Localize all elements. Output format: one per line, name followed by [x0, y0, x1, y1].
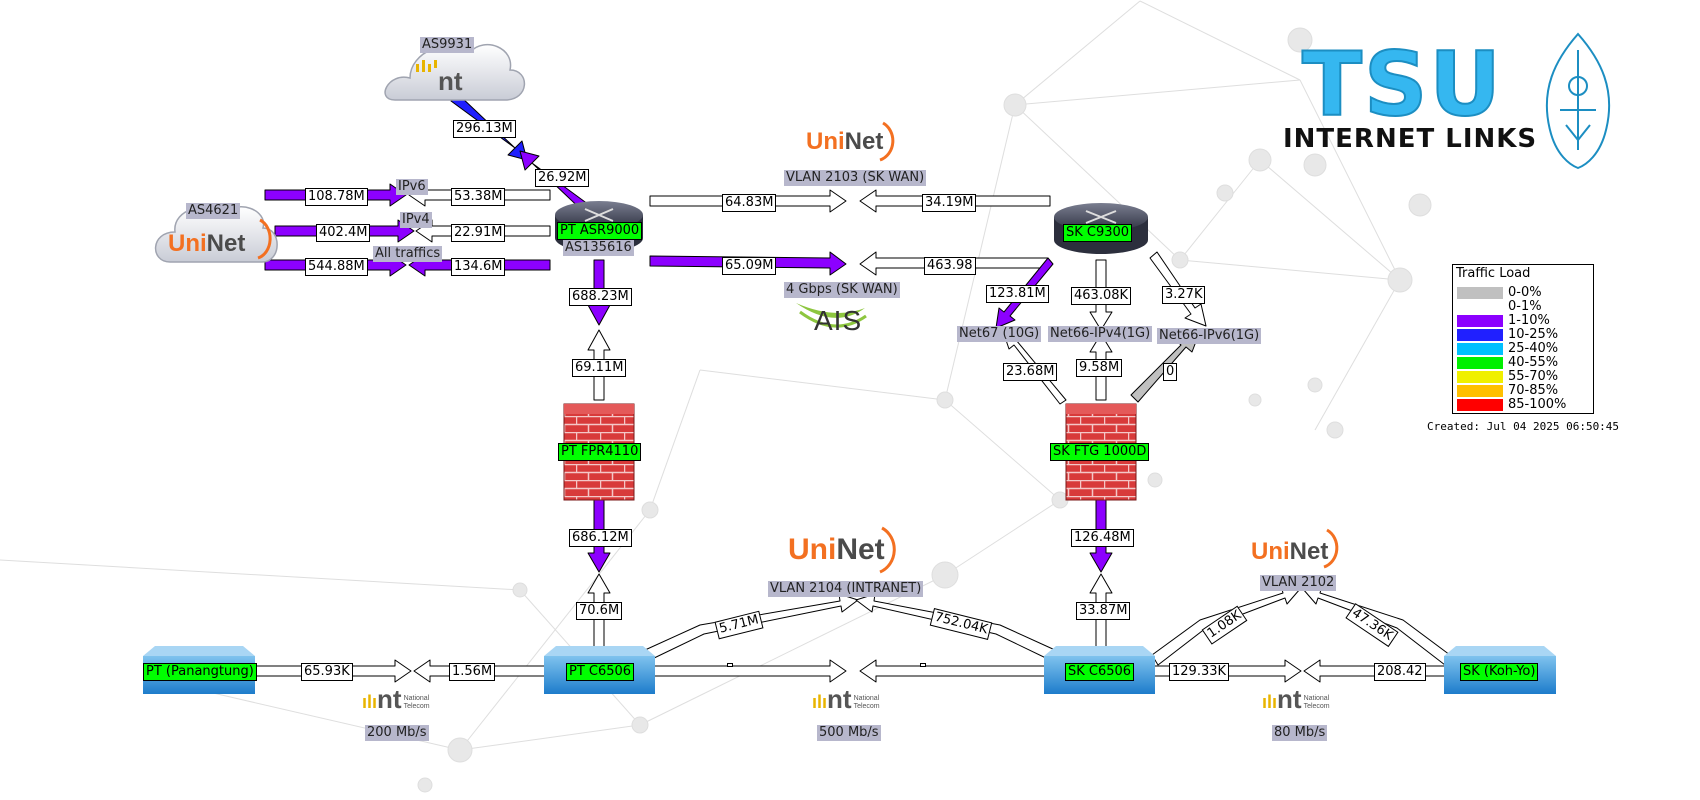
tag-bw500: 500 Mb/s — [817, 725, 881, 741]
ais-logo-text: AIS — [814, 305, 863, 336]
legend-row: 55-70% — [1457, 370, 1587, 384]
link-label-koh-b[interactable]: 208.42 — [1374, 663, 1426, 681]
tsu-emblem-icon — [1545, 32, 1611, 170]
tag-vlan2104: VLAN 2104 (INTRANET) — [768, 581, 924, 597]
link-label-as9931-out[interactable]: 26.92M — [535, 169, 590, 187]
legend-row: 70-85% — [1457, 384, 1587, 398]
link-label-fpr-down[interactable]: 686.12M — [569, 529, 632, 547]
node-pt-fpr4110[interactable]: PT FPR4110 — [558, 443, 642, 461]
uninet-swoosh-icon — [257, 121, 1339, 574]
link-label-fpr-up[interactable]: 69.11M — [572, 359, 627, 377]
legend-title: Traffic Load — [1456, 266, 1531, 281]
legend-swatch — [1457, 343, 1503, 355]
tag-net66-ipv6: Net66-IPv6(1G) — [1157, 328, 1262, 344]
link-label-c6506-up[interactable]: 70.6M — [576, 602, 623, 620]
legend-swatch — [1457, 301, 1503, 313]
node-sk-kohyo[interactable]: SK (Koh-Yo) — [1460, 663, 1539, 681]
link-label-ipv4-in[interactable]: 402.4M — [316, 224, 371, 242]
legend-row: 40-55% — [1457, 356, 1587, 370]
tag-ipv6: IPv6 — [396, 179, 428, 195]
link-ptsk-b[interactable] — [859, 659, 1051, 683]
legend-swatch — [1457, 315, 1503, 327]
legend-row: 85-100% — [1457, 398, 1587, 412]
link-label-panang-b[interactable]: 1.56M — [449, 663, 496, 681]
legend-row: 0-0% — [1457, 286, 1587, 300]
nt-logo-icon: nt — [416, 60, 463, 96]
legend-row: 1-10% — [1457, 314, 1587, 328]
tag-vlan2102: VLAN 2102 — [1260, 575, 1337, 591]
link-vlan2104-a[interactable] — [644, 593, 859, 661]
tag-vlan2103: VLAN 2103 (SK WAN) — [784, 170, 927, 186]
legend-row: 0-1% — [1457, 300, 1587, 314]
switch-sk-c6506-icon[interactable] — [1044, 646, 1155, 694]
cloud-as4621-label: AS4621 — [186, 203, 241, 219]
legend-swatch — [1457, 287, 1503, 299]
logo-title: TSU — [1301, 33, 1503, 136]
background-network — [0, 0, 1432, 793]
link-label-net66v6-up[interactable]: 0 — [1163, 363, 1178, 381]
link-label-vlan2103-a[interactable]: 64.83M — [722, 194, 777, 212]
link-label-all-in[interactable]: 544.88M — [305, 258, 368, 276]
link-label-net67-up[interactable]: 23.68M — [1003, 363, 1058, 381]
link-label-ais-a[interactable]: 65.09M — [722, 257, 777, 275]
logo-subtitle: INTERNET LINKS — [1283, 124, 1538, 154]
tag-all-traffics: All traffics — [373, 246, 443, 262]
legend-swatch — [1457, 371, 1503, 383]
link-label-as9931-in[interactable]: 296.13M — [453, 120, 516, 138]
legend-swatch — [1457, 385, 1503, 397]
tag-ais-link: 4 Gbps (SK WAN) — [784, 282, 900, 298]
tag-net66-ipv4: Net66-IPv4(1G) — [1048, 326, 1153, 342]
link-label-skc6506-up[interactable]: 33.87M — [1076, 602, 1131, 620]
link-label-koh-a[interactable]: 129.33K — [1169, 663, 1230, 681]
svg-text:nt: nt — [438, 66, 463, 96]
link-label-ftg-down[interactable]: 126.48M — [1071, 529, 1134, 547]
legend-row: 10-25% — [1457, 328, 1587, 342]
tag-net67: Net67 (10G) — [957, 326, 1042, 342]
link-label-ipv6-in[interactable]: 108.78M — [305, 188, 368, 206]
tag-bw80: 80 Mb/s — [1272, 725, 1328, 741]
link-ptsk-a[interactable] — [649, 659, 847, 683]
link-vlan2102-a[interactable] — [1151, 585, 1301, 666]
uninet-logo-as4621: UniNet — [168, 230, 246, 257]
node-pt-asr9000[interactable]: PT ASR9000 — [557, 222, 643, 240]
link-label-net67-down[interactable]: 123.81M — [986, 285, 1049, 303]
link-label-net66v6-down[interactable]: 3.27K — [1162, 286, 1206, 304]
link-label-ais-b[interactable]: 463.98 — [924, 257, 976, 275]
link-label-ipv4-out[interactable]: 22.91M — [451, 224, 506, 242]
legend-swatch — [1457, 329, 1503, 341]
link-label-net66v4-down[interactable]: 463.08K — [1071, 287, 1132, 305]
link-label-panang-a[interactable]: 65.93K — [301, 663, 353, 681]
legend-swatch — [1457, 399, 1503, 411]
ais-logo-icon — [796, 303, 867, 328]
link-label-all-out[interactable]: 134.6M — [451, 258, 506, 276]
uninet-logo-vlan2103: UniNet — [806, 128, 884, 155]
node-pt-panangtung[interactable]: PT (Panangtung) — [143, 663, 257, 681]
cloud-as9931-icon[interactable]: nt — [384, 43, 526, 101]
link-label-ptsk-a[interactable] — [727, 663, 733, 667]
link-label-ptsk-b[interactable] — [920, 663, 926, 667]
legend-row: 25-40% — [1457, 342, 1587, 356]
created-timestamp: Created: Jul 04 2025 06:50:45 — [1427, 420, 1620, 433]
node-sk-c9300[interactable]: SK C9300 — [1063, 224, 1133, 242]
uninet-logo-vlan2102: UniNet — [1251, 538, 1329, 565]
node-pt-c6506[interactable]: PT C6506 — [566, 663, 635, 681]
uninet-logo-vlan2104: UniNet — [788, 533, 885, 566]
link-label-asr-down[interactable]: 688.23M — [569, 288, 632, 306]
cloud-as9931-label: AS9931 — [420, 37, 475, 53]
traffic-load-legend: Traffic Load 0-0% 0-1% 1-10% 10-25% 25-4… — [1452, 264, 1594, 414]
node-sk-c6506[interactable]: SK C6506 — [1065, 663, 1135, 681]
node-as135616: AS135616 — [563, 240, 634, 256]
link-label-ipv6-out[interactable]: 53.38M — [451, 188, 506, 206]
legend-swatch — [1457, 357, 1503, 369]
link-label-net66v4-up[interactable]: 9.58M — [1076, 359, 1123, 377]
tag-ipv4: IPv4 — [400, 212, 432, 228]
node-sk-ftg-1000d[interactable]: SK FTG 1000D — [1050, 443, 1150, 461]
link-label-vlan2103-b[interactable]: 34.19M — [922, 194, 977, 212]
tag-bw200: 200 Mb/s — [365, 725, 429, 741]
